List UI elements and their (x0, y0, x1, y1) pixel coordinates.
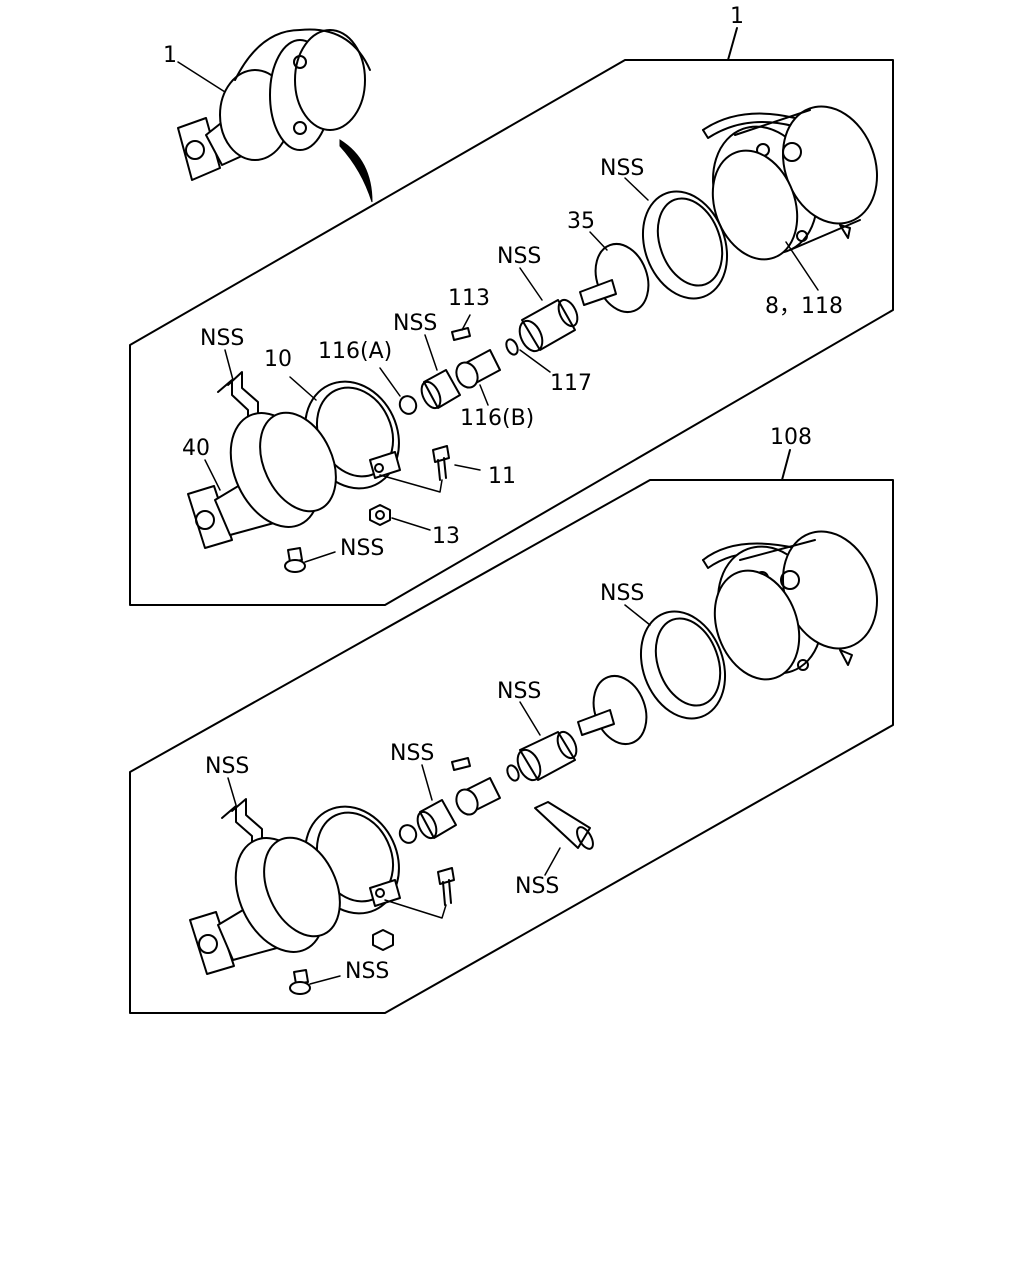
label-113: 113 (448, 286, 490, 311)
label-13: 13 (432, 524, 460, 549)
label-10: 10 (264, 347, 292, 372)
actuator-plug-bottom (534, 801, 591, 849)
top-panel (129, 27, 894, 606)
washer-116a-top (398, 395, 418, 415)
plug-bottom (293, 969, 309, 985)
label-nss-sleeve-bottom: NSS (497, 679, 541, 704)
overview-assembly (177, 28, 373, 203)
pin-113-top (451, 327, 471, 341)
label-nss-tubes-top: NSS (200, 326, 244, 351)
label-40: 40 (182, 436, 210, 461)
seal-ring-bottom (639, 610, 727, 720)
overview-callout-1: 1 (163, 43, 177, 68)
oring-117-top (505, 338, 519, 356)
label-nss-plug-bottom: NSS (345, 959, 389, 984)
bottom-panel-callout-108: 108 (770, 425, 812, 450)
bottom-panel (129, 449, 894, 1014)
label-35: 35 (567, 209, 595, 234)
washer-bottom (398, 824, 418, 844)
label-8-118: 8，118 (765, 294, 843, 319)
turbine-housing-bottom (702, 530, 879, 681)
label-nss-seal-top: NSS (600, 156, 644, 181)
label-nss-cup-top: NSS (393, 311, 437, 336)
sleeve-top (521, 299, 576, 351)
cup-bottom (419, 799, 457, 839)
label-117: 117 (550, 371, 592, 396)
label-nss-cup-bottom: NSS (390, 741, 434, 766)
bolt-bottom (437, 867, 455, 885)
label-nss-sleeve-top: NSS (497, 244, 541, 269)
bolt-11-top (432, 445, 450, 463)
label-nss-tubes-bottom: NSS (205, 754, 249, 779)
label-nss-actuator-bottom: NSS (515, 874, 559, 899)
seal-ring-top (641, 190, 729, 300)
nut-13-top (369, 504, 391, 526)
bent-tube-a-top (217, 379, 249, 426)
oring-bottom (506, 764, 520, 782)
label-116b: 116(B) (460, 406, 534, 431)
pin-bottom (451, 757, 471, 771)
label-nss-seal-bottom: NSS (600, 581, 644, 606)
label-nss-plug-top: NSS (340, 536, 384, 561)
turbine-housing-top (702, 105, 879, 261)
label-116a: 116(A) (318, 339, 392, 364)
top-panel-callout-1: 1 (730, 4, 744, 29)
sleeve-bottom (519, 731, 576, 781)
housing-40-top (187, 411, 337, 549)
housing-bottom (189, 836, 341, 975)
cup-top (423, 369, 461, 409)
nut-bottom (372, 929, 394, 951)
plug-top (287, 547, 303, 563)
disc-bottom (592, 675, 648, 745)
label-11: 11 (488, 464, 516, 489)
